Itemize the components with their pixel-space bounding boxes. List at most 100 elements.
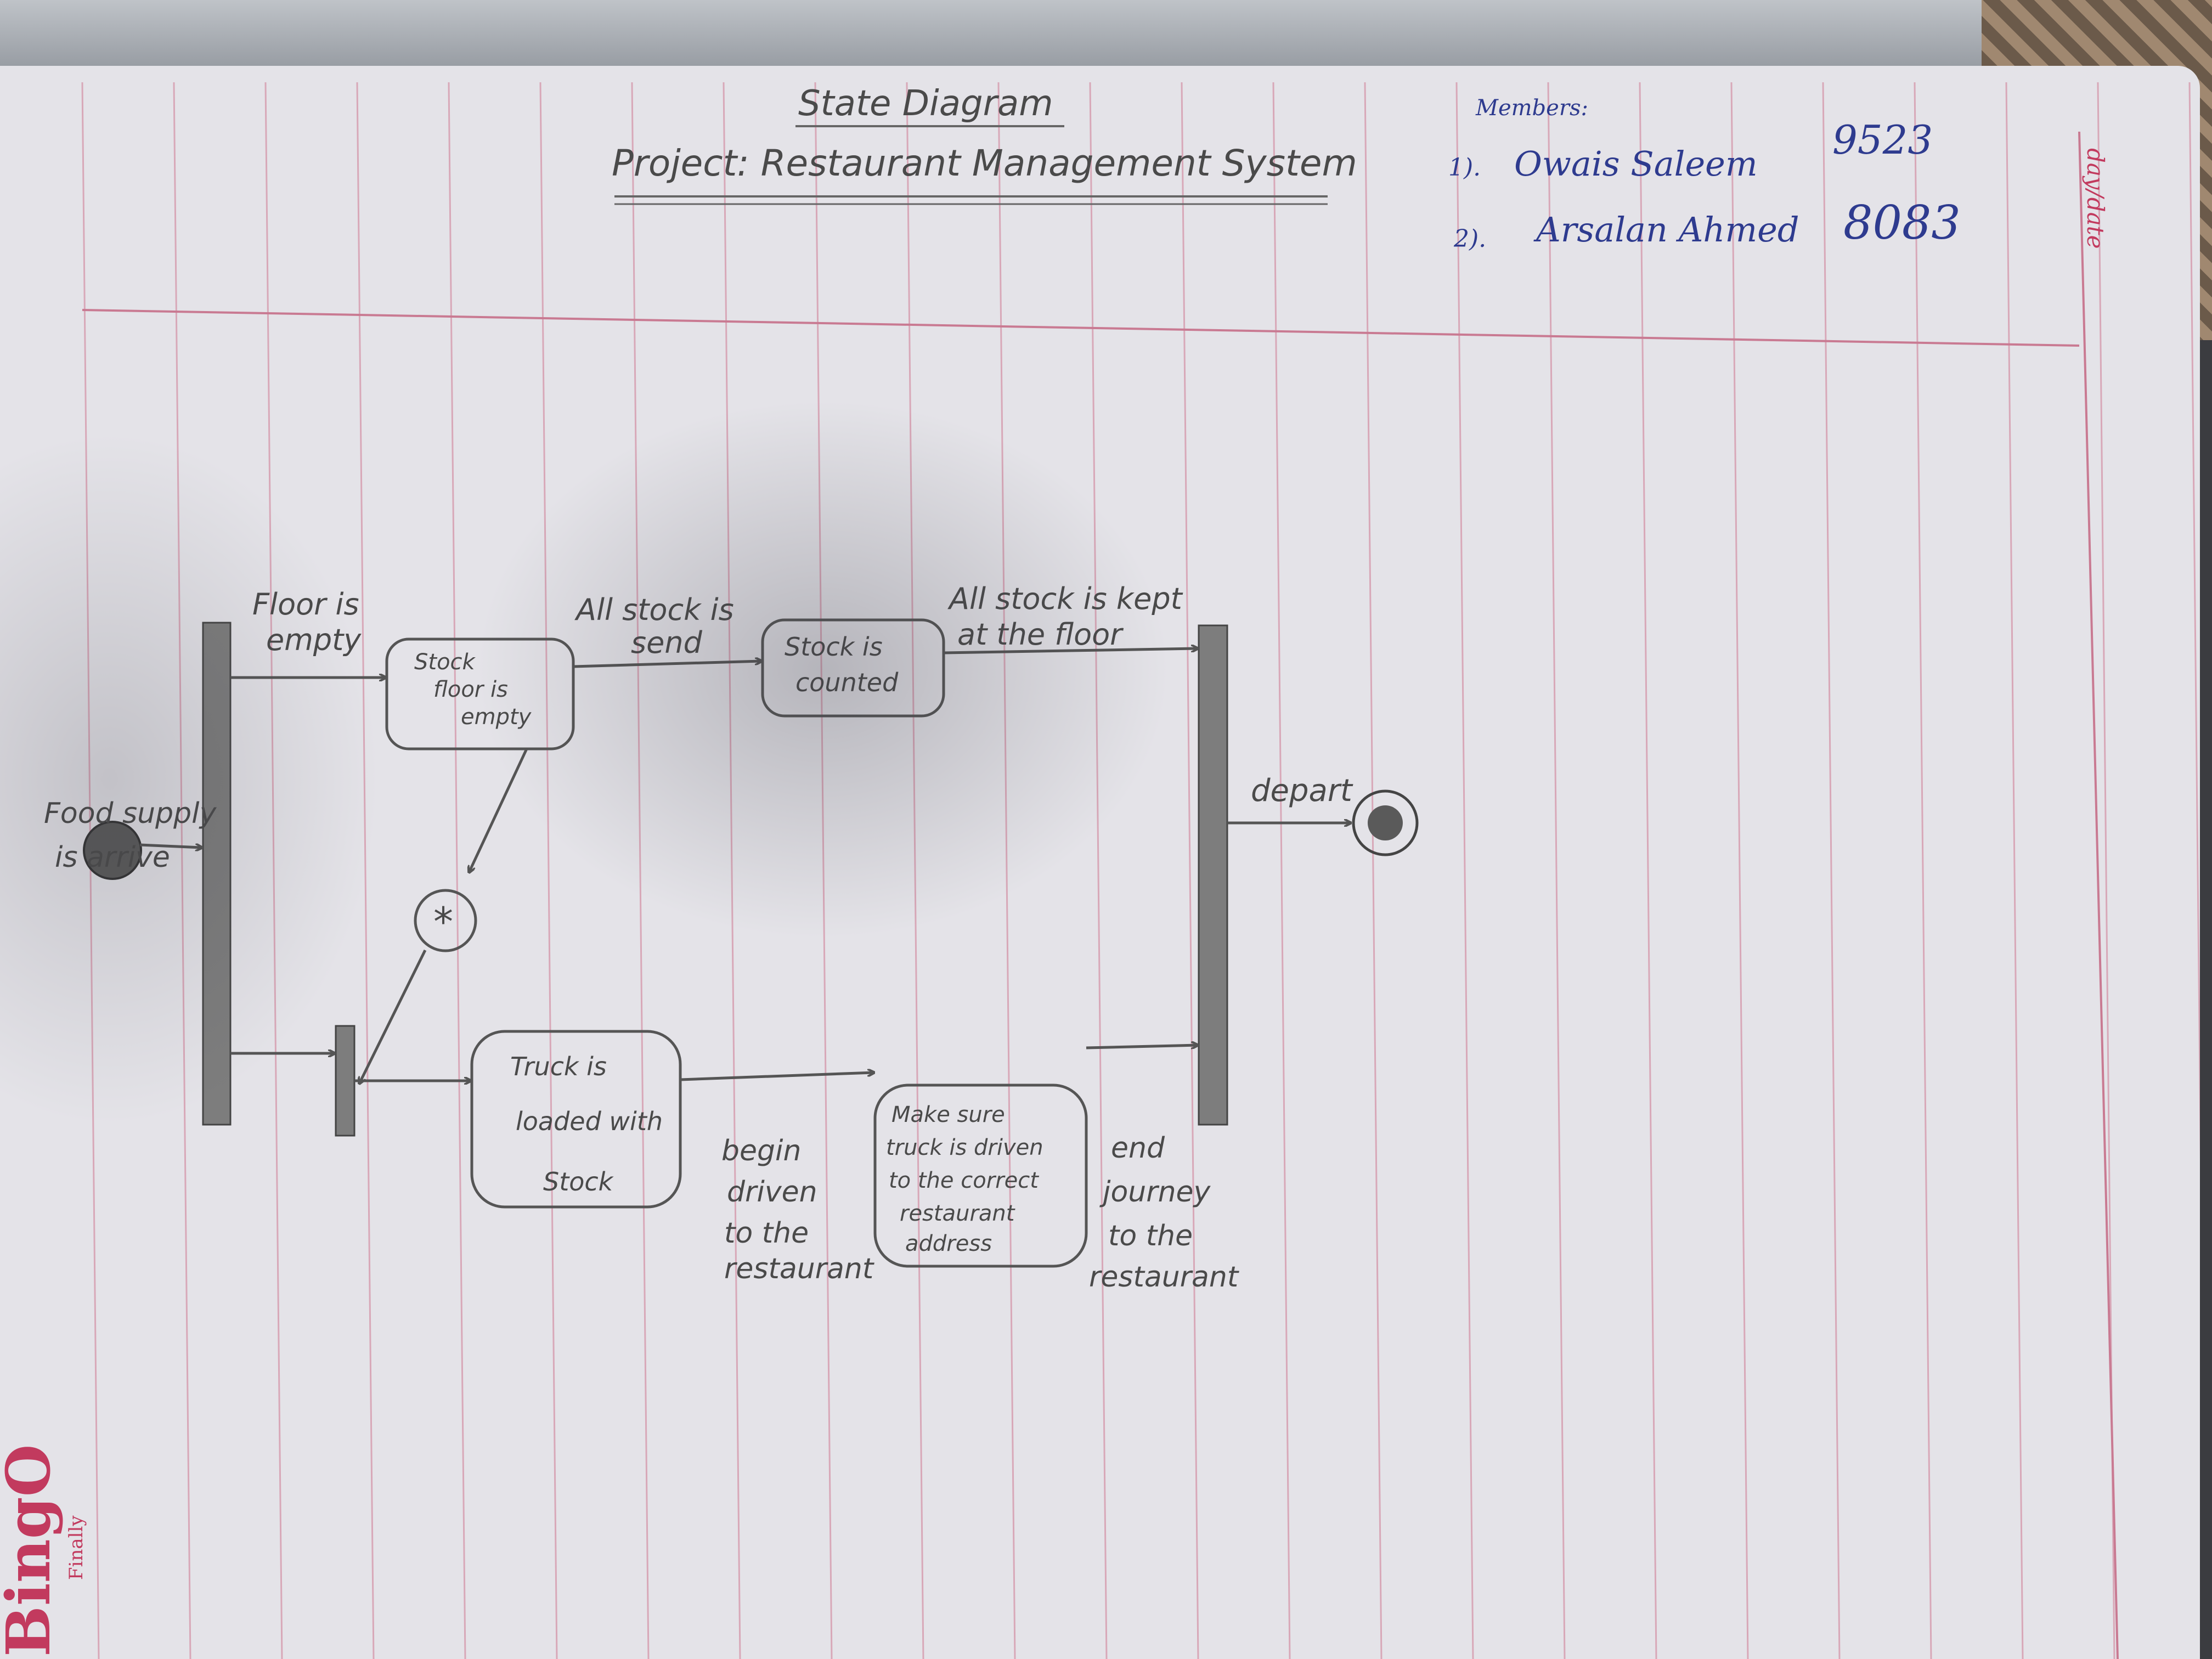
rule-line bbox=[723, 82, 741, 1659]
svg-text:Stock is: Stock is bbox=[785, 632, 883, 662]
svg-text:restaurant: restaurant bbox=[900, 1201, 1015, 1226]
arrow-history-to-small-fork bbox=[359, 949, 427, 1084]
label-depart: depart bbox=[1251, 773, 1353, 809]
state-stock-counted bbox=[761, 618, 945, 718]
member-1-id: 9523 bbox=[1832, 117, 1933, 163]
rule-line bbox=[1272, 82, 1291, 1659]
state-correct-address bbox=[873, 1084, 1088, 1268]
notebook-page: State Diagram Project: Restaurant Manage… bbox=[0, 66, 2200, 1659]
state-floor-empty-label: Stock floor is empty bbox=[414, 650, 532, 730]
rule-line bbox=[1914, 82, 1932, 1659]
join-bar-right bbox=[1198, 624, 1228, 1126]
rule-line bbox=[997, 82, 1016, 1659]
rule-line bbox=[448, 82, 466, 1659]
svg-text:restaurant: restaurant bbox=[1089, 1261, 1239, 1294]
svg-text:is arrive: is arrive bbox=[55, 841, 170, 874]
arrow-floor-empty-to-counted bbox=[573, 661, 761, 668]
notebook-brand: BingO bbox=[0, 1444, 64, 1657]
rule-line bbox=[1455, 82, 1474, 1659]
rule-line bbox=[356, 82, 375, 1659]
rule-line bbox=[539, 82, 558, 1659]
rule-line bbox=[1822, 82, 1841, 1659]
rule-line bbox=[2188, 82, 2200, 1160]
header-rule bbox=[82, 309, 2080, 347]
arrow-floor-empty-to-history bbox=[469, 748, 528, 872]
svg-text:Truck is: Truck is bbox=[510, 1052, 607, 1081]
label-stock-kept: All stock is kept at the floor bbox=[947, 582, 1183, 652]
svg-text:Make sure: Make sure bbox=[891, 1102, 1005, 1127]
rule-line bbox=[631, 82, 650, 1659]
final-node-inner bbox=[1368, 805, 1403, 840]
svg-text:All stock is: All stock is bbox=[574, 592, 734, 627]
rule-line bbox=[1730, 82, 1749, 1659]
project-title: Project: Restaurant Management System bbox=[612, 142, 1357, 184]
members-label: Members: bbox=[1475, 95, 1588, 121]
state-stock-counted-label: Stock is counted bbox=[785, 632, 899, 697]
svg-text:driven: driven bbox=[727, 1176, 817, 1209]
member-2-index: 2). bbox=[1453, 225, 1486, 253]
svg-text:empty: empty bbox=[461, 704, 532, 730]
svg-text:empty: empty bbox=[266, 623, 362, 657]
svg-text:floor is: floor is bbox=[433, 677, 508, 702]
svg-text:begin: begin bbox=[721, 1135, 801, 1167]
arrow-counted-to-join bbox=[943, 648, 1198, 654]
svg-text:restaurant: restaurant bbox=[724, 1252, 874, 1285]
svg-text:depart: depart bbox=[1251, 773, 1353, 809]
rule-line bbox=[264, 82, 283, 1659]
label-end-journey: end journey to the restaurant bbox=[1089, 1132, 1239, 1294]
svg-text:Stock: Stock bbox=[414, 650, 476, 675]
svg-text:to the: to the bbox=[1108, 1220, 1193, 1252]
arrow-initial-to-fork bbox=[139, 845, 202, 848]
margin-day-date: day/date bbox=[2082, 148, 2109, 249]
svg-text:All stock is kept: All stock is kept bbox=[947, 582, 1183, 616]
rule-line bbox=[81, 82, 100, 1659]
rule-line bbox=[1547, 82, 1566, 1659]
arrow-truck-to-address bbox=[680, 1073, 874, 1081]
member-1-index: 1). bbox=[1448, 154, 1481, 182]
member-2-name: Arsalan Ahmed bbox=[1533, 210, 1799, 250]
svg-text:send: send bbox=[631, 625, 703, 660]
fork-bar-left bbox=[202, 622, 232, 1126]
state-floor-empty bbox=[385, 637, 575, 751]
margin-rule bbox=[2078, 131, 2119, 1659]
svg-text:to the: to the bbox=[724, 1217, 809, 1250]
rule-line bbox=[1639, 82, 1657, 1659]
ruled-lines bbox=[81, 82, 2200, 1659]
svg-text:at the floor: at the floor bbox=[957, 617, 1124, 652]
svg-text:end: end bbox=[1111, 1132, 1165, 1165]
state-diagram: State Diagram Project: Restaurant Manage… bbox=[0, 82, 2200, 1659]
member-1-name: Owais Saleem bbox=[1514, 144, 1758, 184]
state-truck-loaded bbox=[470, 1030, 682, 1209]
rule-line bbox=[814, 82, 833, 1659]
history-node bbox=[414, 889, 477, 952]
member-2-id: 8083 bbox=[1843, 196, 1961, 250]
history-node-symbol: * bbox=[433, 899, 453, 945]
label-food-arrive: Food supply is arrive bbox=[44, 797, 217, 874]
label-begin-drive: begin driven to the restaurant bbox=[721, 1135, 874, 1285]
rule-line bbox=[1089, 82, 1108, 1659]
rule-line bbox=[1364, 82, 1383, 1659]
arrow-address-to-join bbox=[1086, 1045, 1198, 1049]
svg-text:truck is driven: truck is driven bbox=[886, 1135, 1043, 1160]
svg-text:Stock: Stock bbox=[543, 1167, 614, 1197]
svg-text:journey: journey bbox=[1099, 1176, 1211, 1209]
svg-text:counted: counted bbox=[795, 668, 899, 697]
svg-text:to the correct: to the correct bbox=[889, 1168, 1039, 1193]
svg-text:Food supply: Food supply bbox=[44, 797, 217, 830]
notebook-brand-sub: Finally bbox=[65, 1515, 87, 1580]
label-floor-empty: Floor is empty bbox=[252, 587, 362, 657]
rule-line bbox=[906, 82, 924, 1659]
label-stock-send: All stock is send bbox=[574, 592, 734, 660]
svg-text:address: address bbox=[905, 1231, 992, 1256]
fork-bar-small bbox=[335, 1025, 356, 1137]
svg-text:loaded with: loaded with bbox=[516, 1107, 663, 1136]
diagram-title: State Diagram bbox=[798, 83, 1053, 124]
initial-node bbox=[83, 821, 142, 880]
rule-line bbox=[1181, 82, 1199, 1659]
rule-line bbox=[2005, 82, 2024, 1659]
rule-line bbox=[173, 82, 191, 1659]
state-truck-loaded-label: Truck is loaded with Stock bbox=[510, 1052, 663, 1197]
state-correct-address-label: Make sure truck is driven to the correct… bbox=[886, 1102, 1043, 1256]
final-node-outer bbox=[1352, 789, 1419, 856]
svg-text:Floor is: Floor is bbox=[252, 587, 359, 622]
